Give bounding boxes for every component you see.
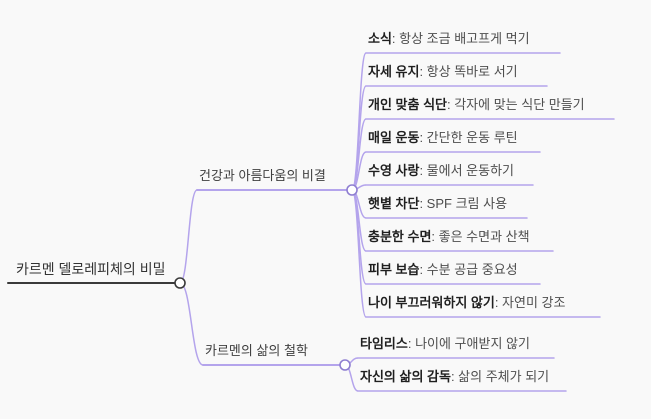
leaf-head-text: 자세 유지: [368, 64, 420, 79]
link-curve: [179, 189, 198, 284]
leaf-node-0-7: 피부 보습: 수분 공급 중요성: [368, 260, 518, 280]
node-text: : 나이에 구애받지 않기: [407, 336, 530, 351]
leaf-head-text: 타임리스: [360, 336, 408, 351]
node-text: : 삶의 주체가 되기: [450, 369, 550, 384]
leaf-node-1-0: 타임리스: 나이에 구애받지 않기: [360, 334, 530, 354]
leaf-node-0-0: 소식: 항상 조금 배고프게 먹기: [368, 29, 530, 49]
leaf-head-text: 소식: [368, 31, 392, 46]
node-text: 카르멘 델로레피체의 비밀: [16, 261, 166, 277]
node-text: 건강과 아름다움의 비결: [199, 168, 326, 183]
link-curve: [351, 189, 367, 318]
node-text: 카르멘의 삶의 철학: [205, 343, 308, 358]
node-text: : 자연미 강조: [494, 295, 566, 310]
node-toggle-circle[interactable]: [339, 359, 351, 371]
leaf-node-0-1: 자세 유지: 항상 똑바로 서기: [368, 62, 518, 82]
node-text: : 물에서 운동하기: [419, 163, 515, 178]
leaf-head-text: 피부 보습: [368, 262, 420, 277]
leaf-head-text: 나이 부끄러워하지 않기: [368, 295, 495, 310]
leaf-head-text: 자신의 삶의 감독: [360, 369, 451, 384]
leaf-node-0-8: 나이 부끄러워하지 않기: 자연미 강조: [368, 293, 565, 313]
link-curve: [179, 282, 204, 366]
node-text: : 항상 똑바로 서기: [419, 64, 518, 79]
leaf-head-text: 햇볕 차단: [368, 196, 420, 211]
leaf-node-1-1: 자신의 삶의 감독: 삶의 주체가 되기: [360, 367, 549, 387]
node-text: : SPF 크림 사용: [419, 196, 508, 211]
leaf-node-0-6: 충분한 수면: 좋은 수면과 산책: [368, 227, 530, 247]
node-toggle-circle[interactable]: [174, 277, 186, 289]
node-text: : 좋은 수면과 산책: [431, 229, 530, 244]
leaf-node-0-5: 햇볕 차단: SPF 크림 사용: [368, 194, 507, 214]
node-text: : 항상 조금 배고프게 먹기: [391, 31, 530, 46]
branch-node-1: 카르멘의 삶의 철학: [205, 341, 308, 361]
leaf-node-0-4: 수영 사랑: 물에서 운동하기: [368, 161, 514, 181]
link-curve: [351, 189, 367, 285]
node-text: : 각자에 맞는 식단 만들기: [446, 97, 585, 112]
leaf-head-text: 개인 맞춤 식단: [368, 97, 447, 112]
node-text: : 간단한 운동 루틴: [419, 130, 518, 145]
leaf-head-text: 충분한 수면: [368, 229, 432, 244]
branch-node-0: 건강과 아름다움의 비결: [199, 166, 326, 186]
link-curve: [351, 189, 367, 252]
link-curve: [351, 151, 367, 191]
leaf-head-text: 수영 사랑: [368, 163, 420, 178]
leaf-node-0-2: 개인 맞춤 식단: 각자에 맞는 식단 만들기: [368, 95, 585, 115]
leaf-head-text: 매일 운동: [368, 130, 420, 145]
leaf-node-0-3: 매일 운동: 간단한 운동 루틴: [368, 128, 518, 148]
node-text: : 수분 공급 중요성: [419, 262, 518, 277]
root-node: 카르멘 델로레피체의 비밀: [16, 259, 165, 279]
node-toggle-circle[interactable]: [346, 184, 358, 196]
link-curve: [351, 85, 367, 191]
link-curve: [351, 118, 367, 191]
link-curve: [351, 52, 367, 191]
